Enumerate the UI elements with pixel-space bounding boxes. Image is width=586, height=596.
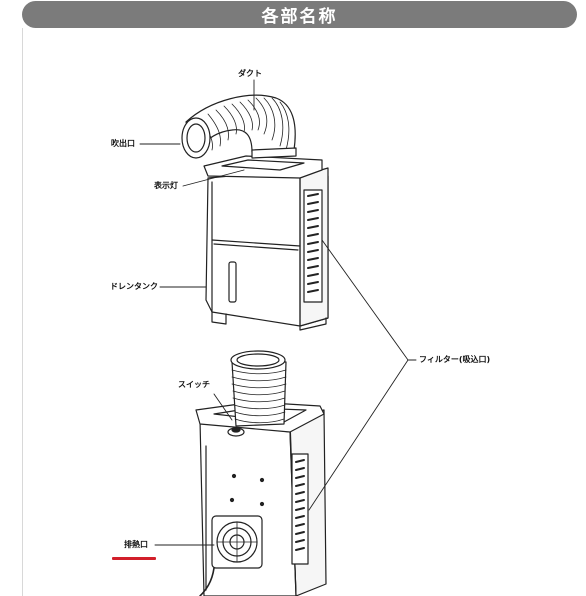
section-header-bar: 各部名称 — [22, 1, 577, 28]
label-indicator-light: 表示灯 — [154, 181, 178, 190]
label-exhaust-vent: 排熱口 — [124, 540, 148, 549]
label-outlet: 吹出口 — [111, 139, 135, 148]
label-drain-tank: ドレンタンク — [110, 282, 158, 291]
label-filter-intake: フィルター(吸込口) — [419, 355, 491, 364]
leader-lines — [139, 79, 417, 546]
exhaust-highlight-underline — [112, 557, 156, 560]
page-left-rule — [22, 28, 23, 596]
label-switch: スイッチ — [178, 380, 210, 389]
front-view-unit — [181, 94, 329, 331]
rear-view-unit — [195, 350, 327, 596]
section-title: 各部名称 — [261, 7, 338, 27]
label-duct: ダクト — [238, 69, 262, 78]
